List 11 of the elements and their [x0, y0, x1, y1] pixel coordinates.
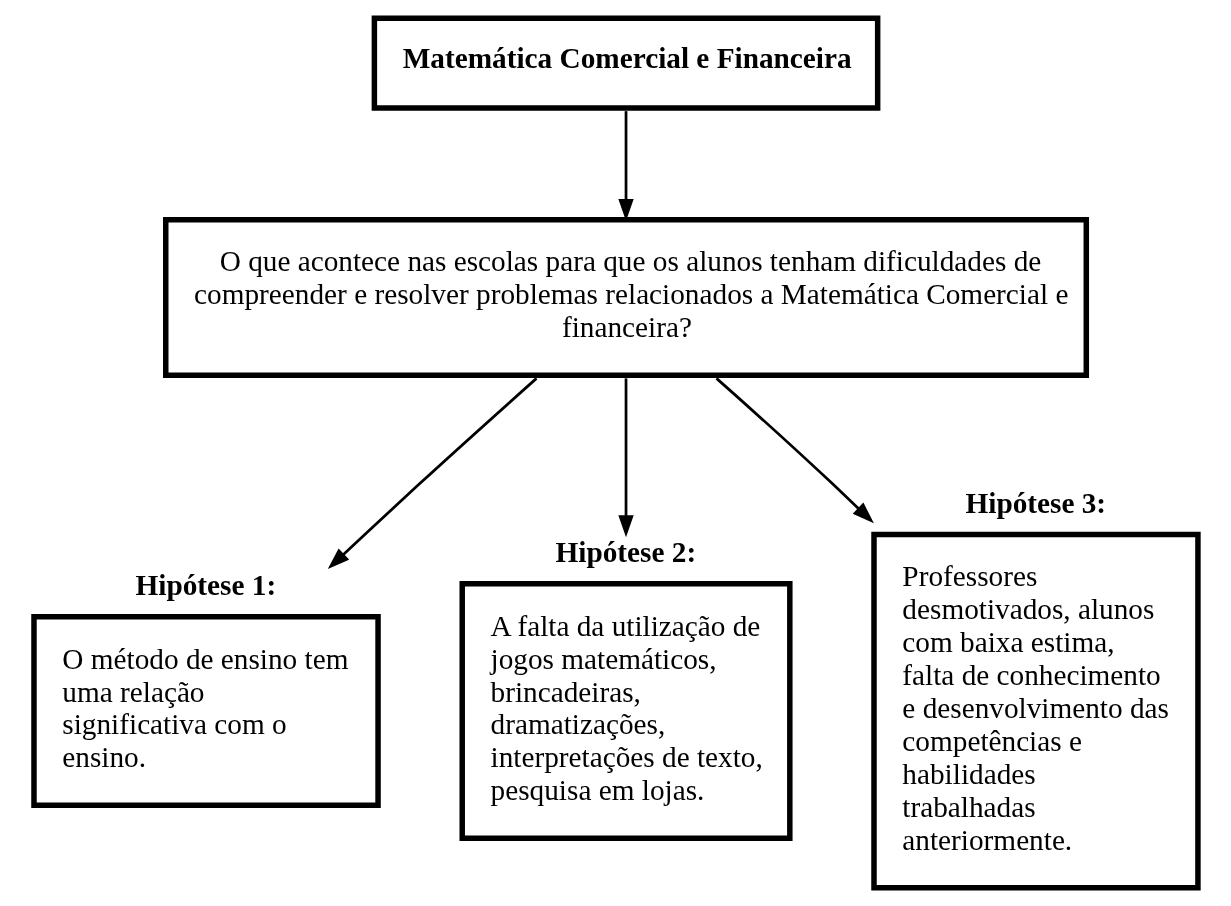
- node-box: A falta da utilização de jogos matemáticos, brincadeiras, dramatizações, interpretações de texto, pesquisa em lojas.: [459, 581, 793, 841]
- arrow: [618, 378, 634, 538]
- arrow: [715, 377, 874, 524]
- arrow: [327, 377, 538, 570]
- node-box: O que acontece nas escolas para que os alunos tenham dificuldades de compreender e resolver problemas relacionados a Matemática Comercial e financeira?: [163, 216, 1090, 378]
- node-label: Hipótese 1:: [135, 569, 277, 602]
- node-box: Professores desmotivados, alunos com baixa estima, falta de conhecimento e desenvolvimento das competências e habilidades trabalhadas anteriormente.: [871, 531, 1201, 891]
- node-box: O método de ensino tem uma relação significativa com o ensino.: [31, 614, 381, 809]
- node-label: Hipótese 2:: [555, 536, 697, 569]
- node-label: Hipótese 3:: [965, 487, 1107, 520]
- node-box: Matemática Comercial e Financeira: [371, 15, 881, 111]
